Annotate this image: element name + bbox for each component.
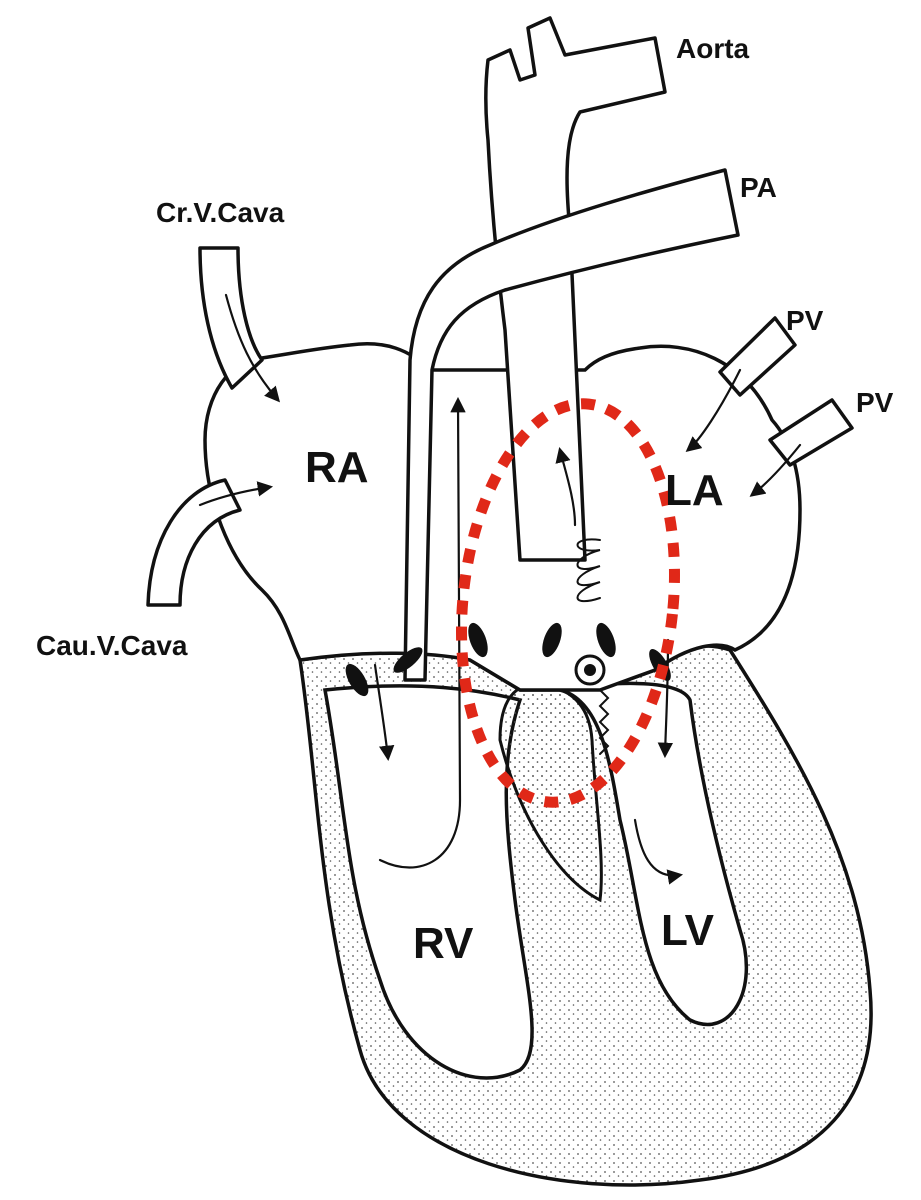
valve-leaflet xyxy=(393,647,423,673)
flow-arrow xyxy=(633,818,684,885)
label-pv-upper: PV xyxy=(786,305,824,336)
cranial-vena-cava xyxy=(198,246,264,390)
flow-arrow xyxy=(224,293,281,403)
flow-arrow xyxy=(555,447,577,527)
flow-arrow xyxy=(378,396,466,869)
label-pa: PA xyxy=(740,172,777,203)
flow-arrow xyxy=(198,481,274,507)
valve-leaflet xyxy=(596,622,616,658)
label-pv-lower: PV xyxy=(856,387,894,418)
aorta-vessel xyxy=(484,16,667,562)
valve-leaflet xyxy=(468,622,488,658)
valve-leaflet xyxy=(542,622,562,658)
label-rv: RV xyxy=(413,919,474,968)
lv-cavity xyxy=(559,681,749,1027)
coil-spring xyxy=(576,538,601,603)
caudal-vena-cava xyxy=(146,478,242,607)
atria-outline xyxy=(203,342,802,692)
label-aorta: Aorta xyxy=(676,33,750,64)
flow-arrow xyxy=(657,638,674,759)
label-cau-v-cava: Cau.V.Cava xyxy=(36,630,188,661)
highlight-ellipse xyxy=(456,398,680,808)
pulmonary-vein-upper xyxy=(718,316,797,397)
valve-leaflet xyxy=(345,663,369,697)
label-la: LA xyxy=(665,466,724,515)
rv-cavity xyxy=(322,684,534,1080)
coil-disc-center xyxy=(584,664,596,676)
label-cr-v-cava: Cr.V.Cava xyxy=(156,197,285,228)
coil-disc xyxy=(574,654,606,686)
flow-arrow xyxy=(749,443,802,497)
coil-wire xyxy=(598,689,610,755)
flow-arrow xyxy=(685,368,742,452)
flow-arrow xyxy=(373,663,395,762)
pulmonary-artery-vessel xyxy=(403,168,740,682)
label-ra: RA xyxy=(305,443,369,492)
pulmonary-vein-lower xyxy=(768,398,854,467)
label-lv: LV xyxy=(661,906,715,955)
